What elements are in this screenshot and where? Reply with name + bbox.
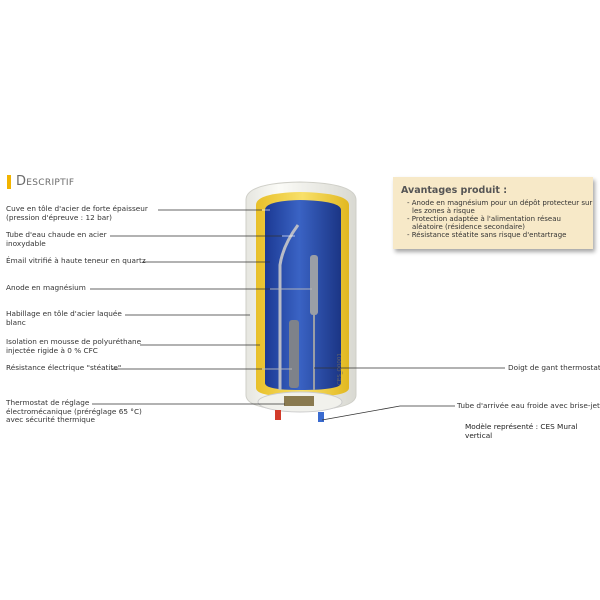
cold-inlet-pipe xyxy=(318,412,324,422)
hot-outlet-pipe xyxy=(275,410,281,420)
steatite-heating-element xyxy=(289,320,299,388)
title-accent-bar xyxy=(7,174,11,189)
advantages-list: - Anode en magnésium pour un dépôt prote… xyxy=(407,199,593,239)
advantages-heading: Avantages produit : xyxy=(401,185,508,196)
hot-water-tube xyxy=(278,224,300,390)
label-heating-element: Résistance électrique "stéatite" xyxy=(6,363,122,372)
magnesium-anode xyxy=(310,255,318,315)
label-cold-inlet: Tube d'arrivée eau froide avec brise-jet xyxy=(457,401,600,410)
tank-interior xyxy=(265,200,341,390)
advantage-item: - Anode en magnésium pour un dépôt prote… xyxy=(407,199,593,215)
advantage-item: - Résistance stéatite sans risque d'enta… xyxy=(407,231,567,239)
label-anode: Anode en magnésium xyxy=(6,283,86,292)
label-thermostat-well: Doigt de gant thermostat xyxy=(508,363,600,372)
thermostat-base xyxy=(257,391,343,422)
section-title: Descriptif xyxy=(7,174,74,189)
image-code: CES_Q0001 xyxy=(337,353,343,385)
label-tank: Cuve en tôle d'acier de forte épaisseur(… xyxy=(6,204,148,222)
label-enamel: Émail vitrifié à haute teneur en quartz xyxy=(6,256,146,265)
title-text: Descriptif xyxy=(16,174,75,189)
model-caption: Modèle représenté : CES Mural vertical xyxy=(465,422,578,440)
advantages-box: Avantages produit : - Anode en magnésium… xyxy=(393,177,593,249)
advantage-item: - Protection adaptée à l'alimentation ré… xyxy=(407,215,561,231)
